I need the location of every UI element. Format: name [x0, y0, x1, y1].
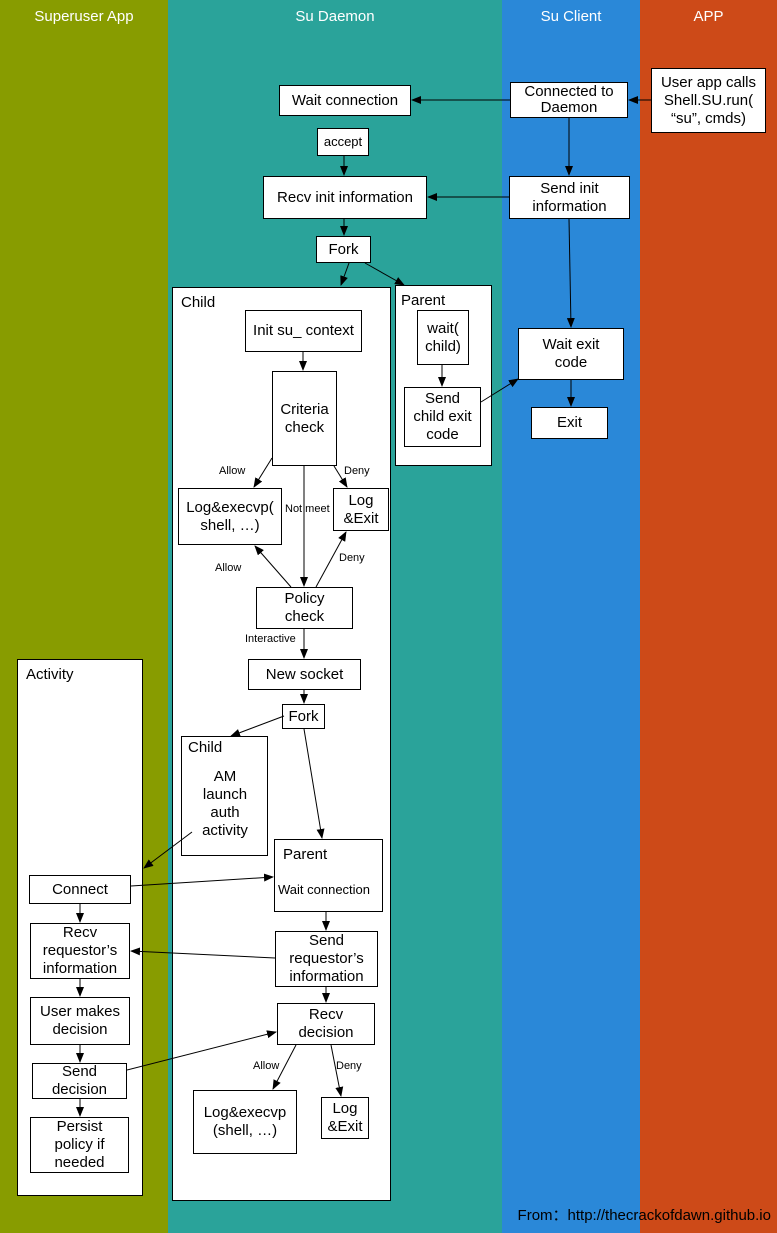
edge-label-deny-2: Deny: [339, 552, 365, 564]
send-decision-node: Send decision: [32, 1063, 127, 1099]
send-requestor-information-node: Send requestor’s information: [275, 931, 378, 987]
log-exit-node-2: Log &Exit: [321, 1097, 369, 1139]
init-su-context-node: Init su_ context: [245, 310, 362, 352]
wait-exit-code-node: Wait exit code: [518, 328, 624, 380]
policy-check-node: Policy check: [256, 587, 353, 629]
new-socket-node: New socket: [248, 659, 361, 690]
child-container-title: Child: [181, 294, 216, 311]
log-execvp-node-2: Log&execvp (shell, …): [193, 1090, 297, 1154]
activity-container-title: Activity: [26, 666, 74, 683]
wait-child-node: wait( child): [417, 310, 469, 365]
lane-title-client: Su Client: [540, 8, 602, 25]
connect-node: Connect: [29, 875, 131, 904]
wait-connection-node: Wait connection: [279, 85, 411, 116]
user-makes-decision-node: User makes decision: [30, 997, 130, 1045]
send-child-exit-code-node: Send child exit code: [404, 387, 481, 447]
fork-node: Fork: [316, 236, 371, 263]
lane-title-daemon: Su Daemon: [295, 8, 375, 25]
child2-container-title: Child: [188, 739, 223, 756]
parent2-container: Parent Wait connection: [274, 839, 383, 912]
edge-label-allow-3: Allow: [253, 1060, 280, 1072]
exit-node: Exit: [531, 407, 608, 439]
send-init-information-node: Send init information: [509, 176, 630, 219]
recv-decision-node: Recv decision: [277, 1003, 375, 1045]
wait-connection-2: Wait connection: [278, 882, 371, 897]
recv-requestor-information-node: Recv requestor’s information: [30, 923, 130, 979]
criteria-check-node: Criteria check: [272, 371, 337, 466]
persist-policy-node: Persist policy if needed: [30, 1117, 129, 1173]
connected-to-daemon-node: Connected to Daemon: [510, 82, 628, 118]
source-footer: From：http://thecrackofdawn.github.io: [517, 1207, 771, 1224]
lane-app: APP: [640, 0, 777, 1233]
fork-node-2: Fork: [282, 704, 325, 729]
child2-container: Child AM launch auth activity: [181, 736, 268, 856]
edge-label-allow-2: Allow: [215, 562, 242, 574]
user-app-calls-node: User app calls Shell.SU.run( “su”, cmds): [651, 68, 766, 133]
parent-container-title: Parent: [401, 292, 446, 309]
lane-title-superuser: Superuser App: [34, 8, 134, 25]
edge-label-not-meet: Not meet: [285, 503, 330, 515]
lane-title-app: APP: [693, 8, 724, 25]
edge-label-interactive: Interactive: [245, 633, 296, 645]
log-execvp-node-1: Log&execvp( shell, …): [178, 488, 282, 545]
edge-label-deny-1: Deny: [344, 465, 370, 477]
parent2-container-title: Parent: [283, 846, 328, 863]
edge-label-allow-1: Allow: [219, 465, 246, 477]
edge-label-deny-3: Deny: [336, 1060, 362, 1072]
am-launch-auth-activity: AM launch auth activity: [202, 768, 248, 839]
recv-init-information-node: Recv init information: [263, 176, 427, 219]
accept-label: accept: [317, 128, 369, 156]
log-exit-node-1: Log &Exit: [333, 488, 389, 531]
